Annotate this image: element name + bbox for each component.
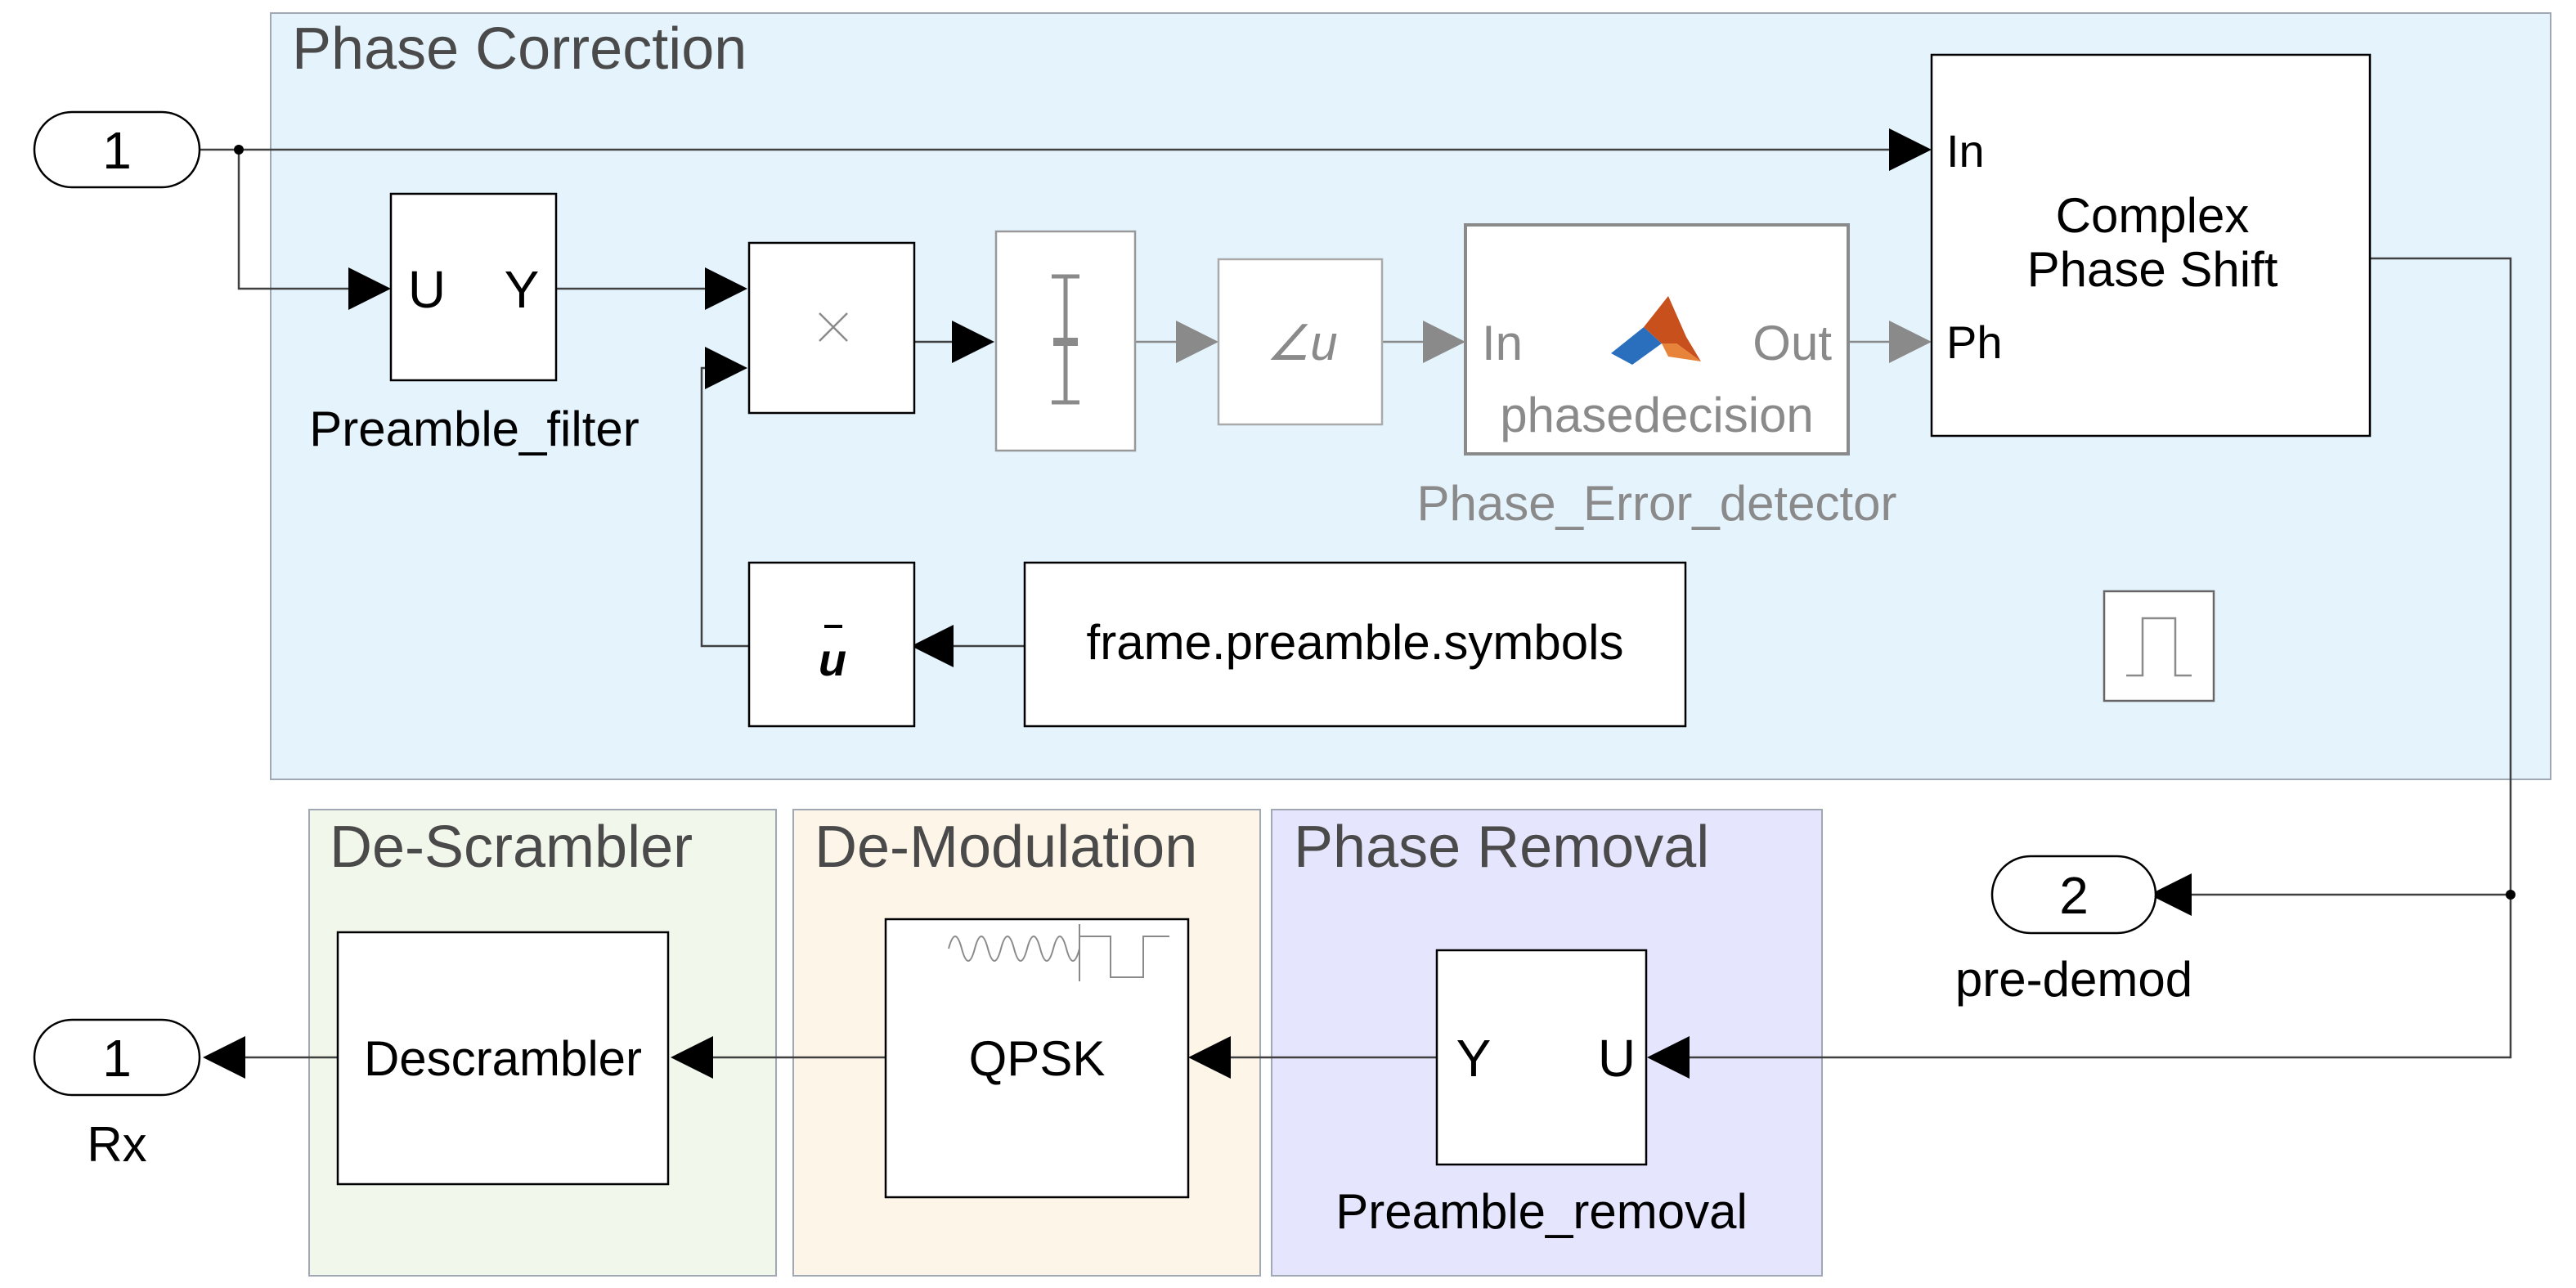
- product-block[interactable]: [747, 241, 916, 415]
- arrowheads: [203, 128, 2192, 1079]
- pulse-icon: [2126, 617, 2192, 677]
- phase-error-detector-block[interactable]: In Out phasedecision Phase_Error_detecto…: [1417, 223, 1897, 531]
- conjugate-block[interactable]: u: [747, 561, 916, 728]
- arrowhead-conjugate-in: [911, 625, 954, 667]
- branch-point-input: [234, 145, 244, 155]
- arrowhead-detector-in: [1423, 321, 1465, 363]
- phase-shift-title-line2: Phase Shift: [2027, 242, 2278, 297]
- inport-1-number: 1: [102, 121, 132, 180]
- phase-shift-port-ph: Ph: [1946, 316, 2003, 368]
- arrowhead-removal-in: [1647, 1036, 1690, 1079]
- outport-pre-demod-label: pre-demod: [1955, 952, 2192, 1007]
- preamble-filter-port-u: U: [408, 260, 446, 319]
- outport-pre-demod[interactable]: 2 pre-demod: [1955, 855, 2192, 1007]
- area-title-phase-removal: Phase Removal: [1294, 815, 1709, 880]
- phase-error-detector-port-out: Out: [1752, 316, 1832, 370]
- qpsk-block[interactable]: QPSK: [884, 918, 1190, 1199]
- phase-error-detector-port-in: In: [1482, 316, 1523, 370]
- area-title-descrambler: De-Scrambler: [330, 815, 693, 880]
- signal-line-input-to-preamble-filter[interactable]: [237, 150, 352, 290]
- preamble-filter-label: Preamble_filter: [309, 402, 640, 456]
- preamble-filter-block[interactable]: U Y Preamble_filter: [309, 192, 640, 456]
- signal-line-phase-shift-to-removal[interactable]: [1690, 257, 2512, 1059]
- descrambler-block-text: Descrambler: [364, 1031, 642, 1086]
- angle-block-text: ∠u: [1266, 316, 1337, 370]
- matlab-logo-icon: [1611, 296, 1701, 365]
- phase-shift-port-in: In: [1946, 125, 1985, 177]
- outport-rx-label: Rx: [87, 1117, 146, 1172]
- arrowhead-angle-in: [1176, 321, 1218, 363]
- waveform-icon: [948, 924, 1169, 981]
- constant-block-text: frame.preamble.symbols: [1087, 615, 1624, 670]
- phase-error-detector-function-name: phasedecision: [1500, 388, 1814, 442]
- arrowhead-qpsk-in: [1188, 1036, 1231, 1079]
- area-title-demodulation: De-Modulation: [815, 815, 1197, 880]
- arrowhead-descrambler-in: [671, 1036, 713, 1079]
- complex-phase-shift-block[interactable]: In Ph Complex Phase Shift: [1930, 53, 2372, 438]
- constant-block[interactable]: frame.preamble.symbols: [1023, 561, 1687, 728]
- pulse-block[interactable]: [2103, 590, 2215, 702]
- outport-pre-demod-number: 2: [2059, 866, 2089, 925]
- arrowhead-phase-shift-in: [1889, 128, 1932, 171]
- preamble-removal-port-y: Y: [1456, 1029, 1492, 1088]
- outport-rx[interactable]: 1 Rx: [33, 1018, 201, 1172]
- preamble-removal-block[interactable]: Y U Preamble_removal: [1335, 949, 1748, 1239]
- descrambler-block[interactable]: Descrambler: [336, 931, 670, 1186]
- angle-block[interactable]: ∠u: [1217, 258, 1384, 426]
- preamble-removal-label: Preamble_removal: [1335, 1184, 1748, 1239]
- arrowhead-rx-in: [203, 1036, 245, 1079]
- sum-bracket-icon: [1052, 274, 1079, 405]
- phase-error-detector-label: Phase_Error_detector: [1417, 476, 1897, 531]
- inport-1[interactable]: 1: [33, 110, 201, 189]
- arrowhead-product-in2: [705, 347, 747, 389]
- signal-lines: [200, 148, 2512, 1059]
- arrowhead-product-in1: [705, 267, 747, 310]
- qpsk-block-text: QPSK: [969, 1031, 1106, 1086]
- branch-point-output: [2506, 890, 2515, 900]
- multiply-icon: [819, 312, 848, 342]
- phase-shift-title-line1: Complex: [2056, 188, 2250, 243]
- arrowhead-phase-shift-ph: [1889, 321, 1932, 363]
- arrowhead-filter-u: [348, 267, 391, 310]
- conjugate-block-text: u: [819, 634, 846, 685]
- arrowhead-sum-in: [952, 321, 994, 363]
- arrowhead-pre-demod: [2149, 873, 2192, 916]
- preamble-removal-port-u: U: [1598, 1029, 1636, 1088]
- outport-rx-number: 1: [102, 1029, 132, 1088]
- preamble-filter-port-y: Y: [505, 260, 540, 319]
- sum-window-block[interactable]: [994, 230, 1137, 452]
- area-title-phase-correction: Phase Correction: [292, 16, 747, 82]
